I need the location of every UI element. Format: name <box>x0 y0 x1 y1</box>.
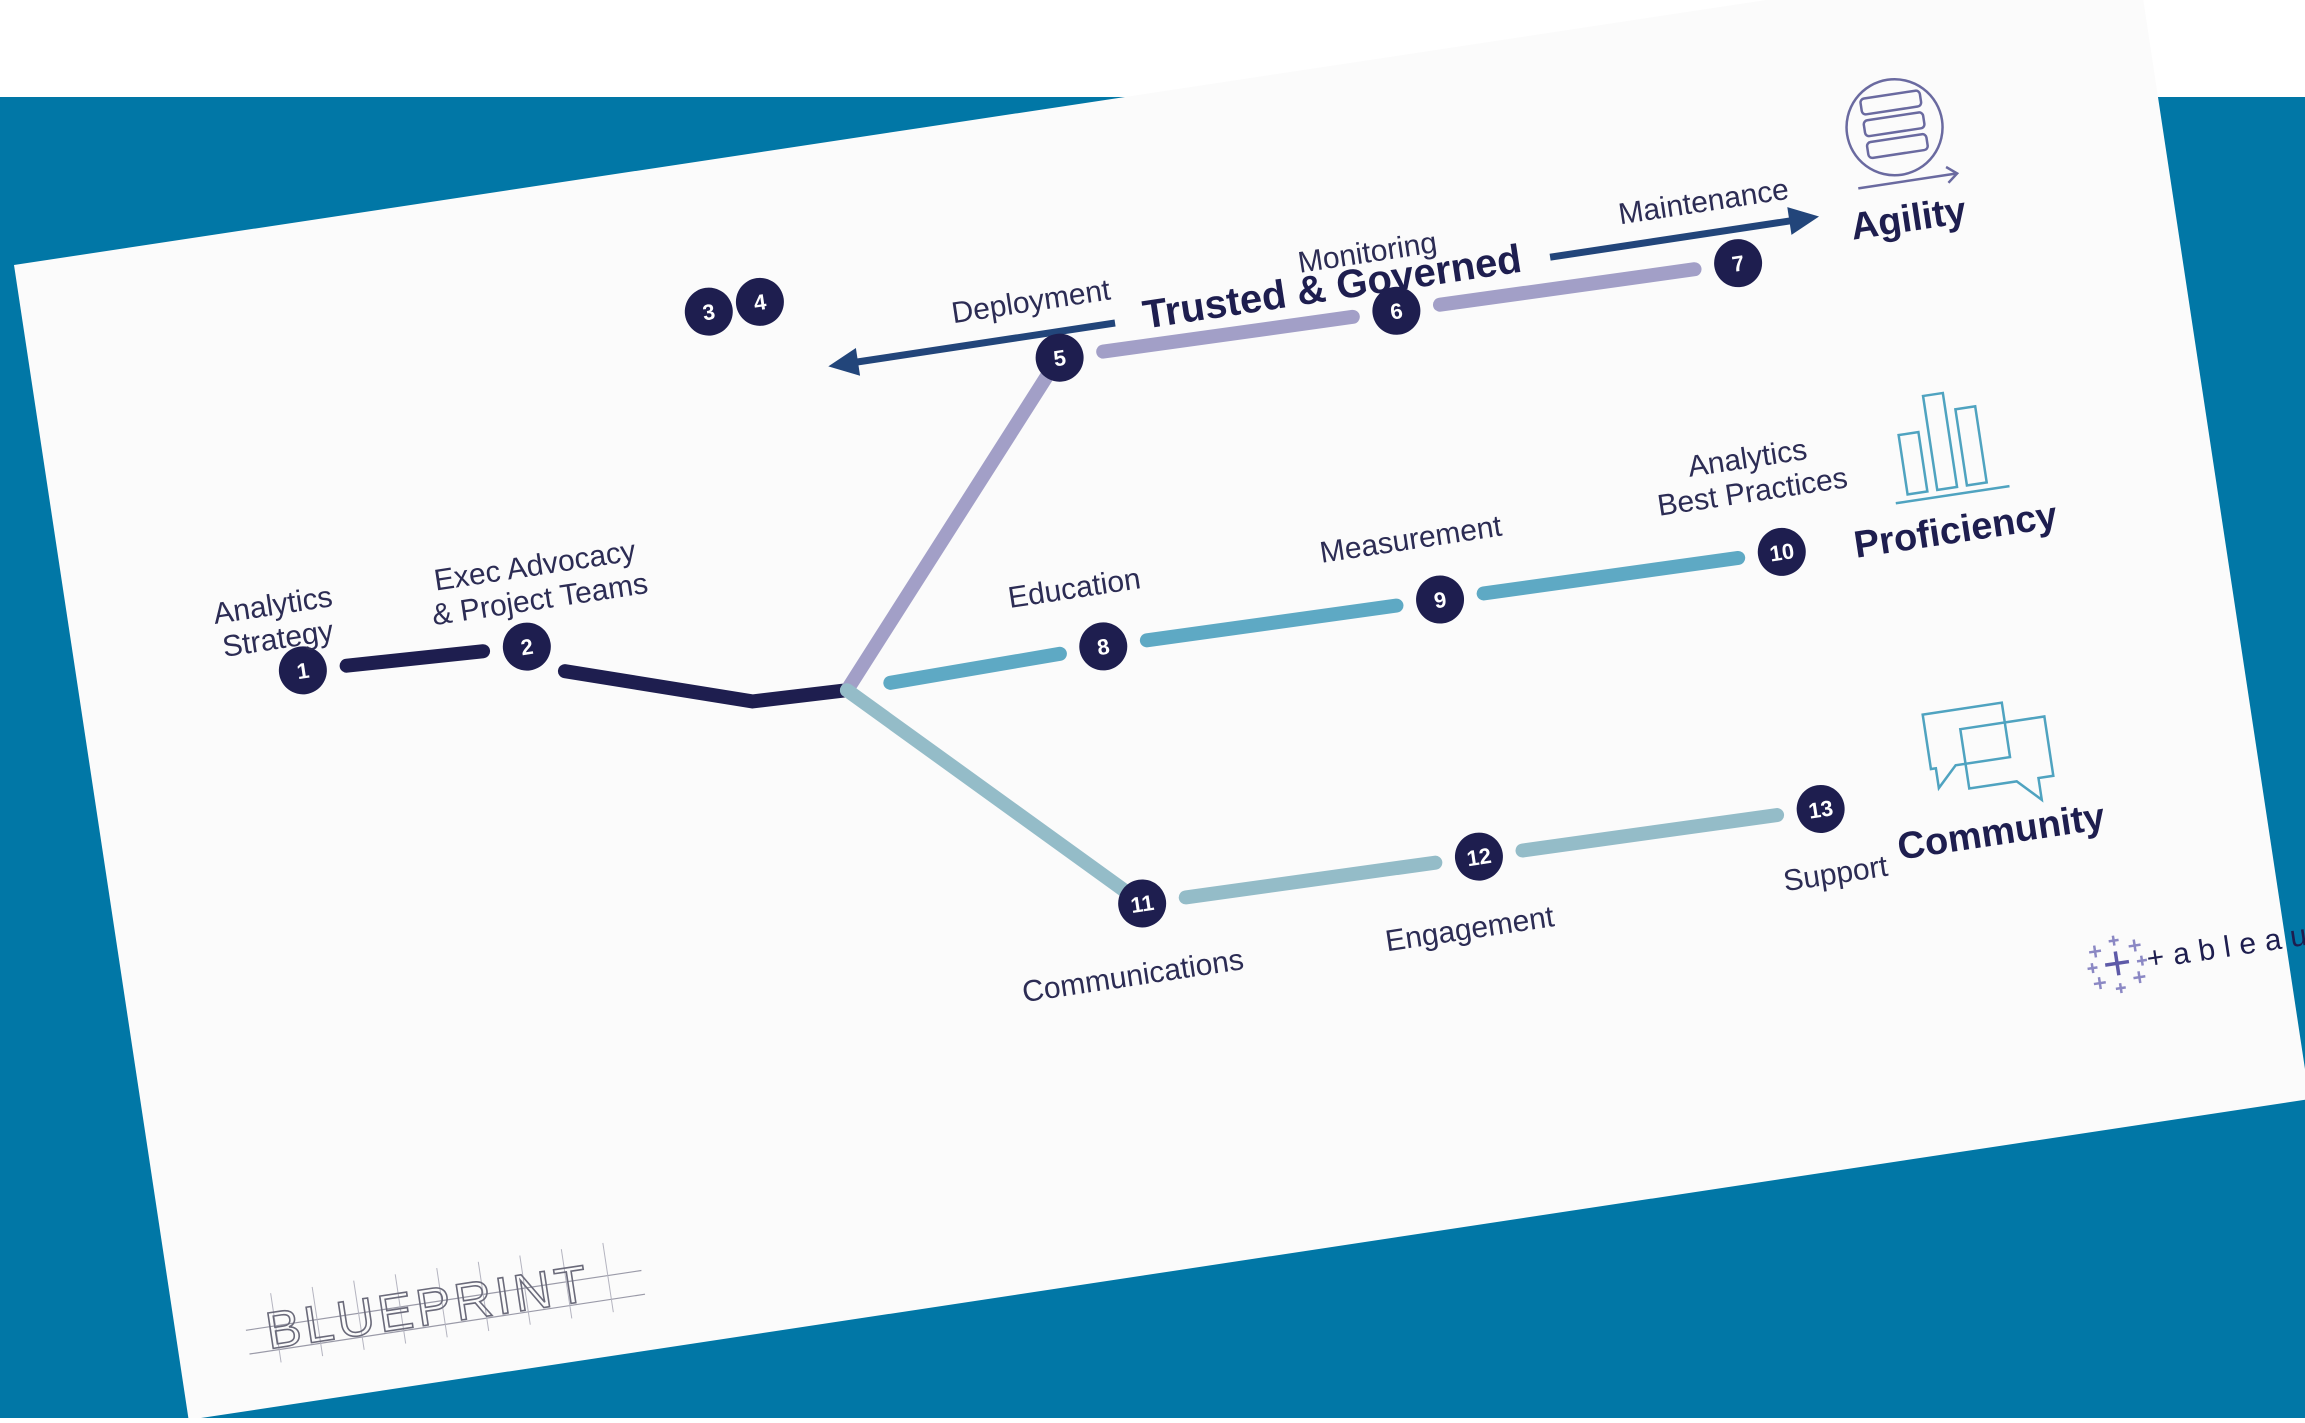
server-stack-icon <box>1845 77 1960 190</box>
blueprint-grid-lines <box>245 1242 646 1363</box>
step-number: 3 <box>701 299 717 326</box>
track-exec-to-fork <box>557 664 854 709</box>
step-number: 10 <box>1768 538 1796 566</box>
step-number: 7 <box>1730 250 1746 277</box>
step-node-10: 10 <box>1757 527 1806 576</box>
blueprint-tick-line <box>436 1267 448 1338</box>
header-arrows <box>828 207 1820 376</box>
slide-card-surface <box>14 0 2305 1420</box>
step-node-3: 3 <box>684 287 733 336</box>
step-node-11: 11 <box>1118 879 1167 928</box>
tableau-cross-piece <box>2088 945 2102 958</box>
step-node-circle <box>1757 527 1806 576</box>
step-number: 5 <box>1052 345 1068 372</box>
step-node-7: 7 <box>1714 239 1763 288</box>
tableau-cross-piece <box>2115 982 2126 994</box>
tableau-cross-piece <box>2104 951 2130 976</box>
step-number: 2 <box>519 634 535 661</box>
track-measurement-to-best-practices <box>1476 550 1746 601</box>
tableau-cross-piece <box>2133 971 2146 984</box>
step-node-circle <box>278 646 327 695</box>
track-fork-to-deployment <box>839 359 1060 698</box>
blueprint-tick-line <box>519 1255 531 1325</box>
track-education-to-measurement <box>1139 598 1404 648</box>
header-arrow-right-head <box>1787 207 1820 235</box>
track-monitoring-to-maintenance <box>1432 262 1702 312</box>
track-deployment-to-monitoring <box>1096 309 1360 359</box>
step-number: 8 <box>1095 634 1111 661</box>
blueprint-guide-line <box>245 1269 642 1331</box>
step-number: 12 <box>1465 843 1493 871</box>
blueprint-guide-line <box>249 1293 646 1355</box>
blueprint-tick-line <box>270 1293 282 1363</box>
step-number: 1 <box>295 658 311 685</box>
step-node-circle <box>684 287 733 336</box>
blueprint-tick-line <box>602 1242 614 1313</box>
header-arrow-left-line <box>852 319 1116 367</box>
step-node-8: 8 <box>1079 622 1128 671</box>
step-number: 9 <box>1432 587 1448 614</box>
step-node-circle <box>1796 784 1845 833</box>
header-arrow-right-line <box>1549 217 1793 261</box>
step-node-12: 12 <box>1454 832 1503 881</box>
track-fork-to-communications <box>839 683 1141 904</box>
step-node-5: 5 <box>1035 333 1084 382</box>
tableau-cross-piece <box>2128 939 2141 952</box>
bar-chart-icon <box>1895 391 2010 505</box>
step-node-1: 1 <box>278 646 327 695</box>
track-fork-to-education <box>883 646 1067 690</box>
tableau-cross-piece <box>2136 955 2148 966</box>
tableau-cross-icon <box>2087 935 2148 994</box>
step-node-circle <box>1079 622 1128 671</box>
step-node-circle <box>1372 286 1421 335</box>
step-node-circle <box>502 622 551 671</box>
step-node-4: 4 <box>735 277 784 326</box>
step-node-6: 6 <box>1372 286 1421 335</box>
blueprint-tick-line <box>394 1274 407 1344</box>
step-number: 11 <box>1129 890 1156 918</box>
step-node-circle <box>1714 239 1763 288</box>
tableau-cross-piece <box>2093 977 2106 990</box>
header-arrow-left-head <box>828 348 861 376</box>
step-node-circle <box>1454 832 1503 881</box>
step-node-13: 13 <box>1796 784 1845 833</box>
blueprint-tick-line <box>560 1249 573 1319</box>
blueprint-tick-line <box>477 1261 490 1332</box>
step-node-circle <box>1118 879 1167 928</box>
step-node-circle <box>735 277 784 326</box>
step-number: 4 <box>752 289 769 316</box>
blueprint-tick-line <box>311 1286 324 1357</box>
step-number: 13 <box>1807 795 1835 823</box>
track-engagement-to-support <box>1515 808 1785 858</box>
tableau-cross-piece <box>2108 935 2119 946</box>
step-node-circle <box>1035 333 1084 382</box>
step-node-circle <box>1416 575 1465 624</box>
step-node-2: 2 <box>502 622 551 671</box>
tableau-cross-piece <box>2087 962 2098 974</box>
track-lines <box>339 262 1785 905</box>
speech-bubbles-icon <box>1921 701 2055 803</box>
step-number: 6 <box>1389 298 1405 325</box>
blueprint-tick-line <box>353 1280 365 1350</box>
step-node-9: 9 <box>1416 575 1465 624</box>
track-analytics-to-exec <box>339 644 491 673</box>
track-communications-to-engagement <box>1178 855 1443 905</box>
